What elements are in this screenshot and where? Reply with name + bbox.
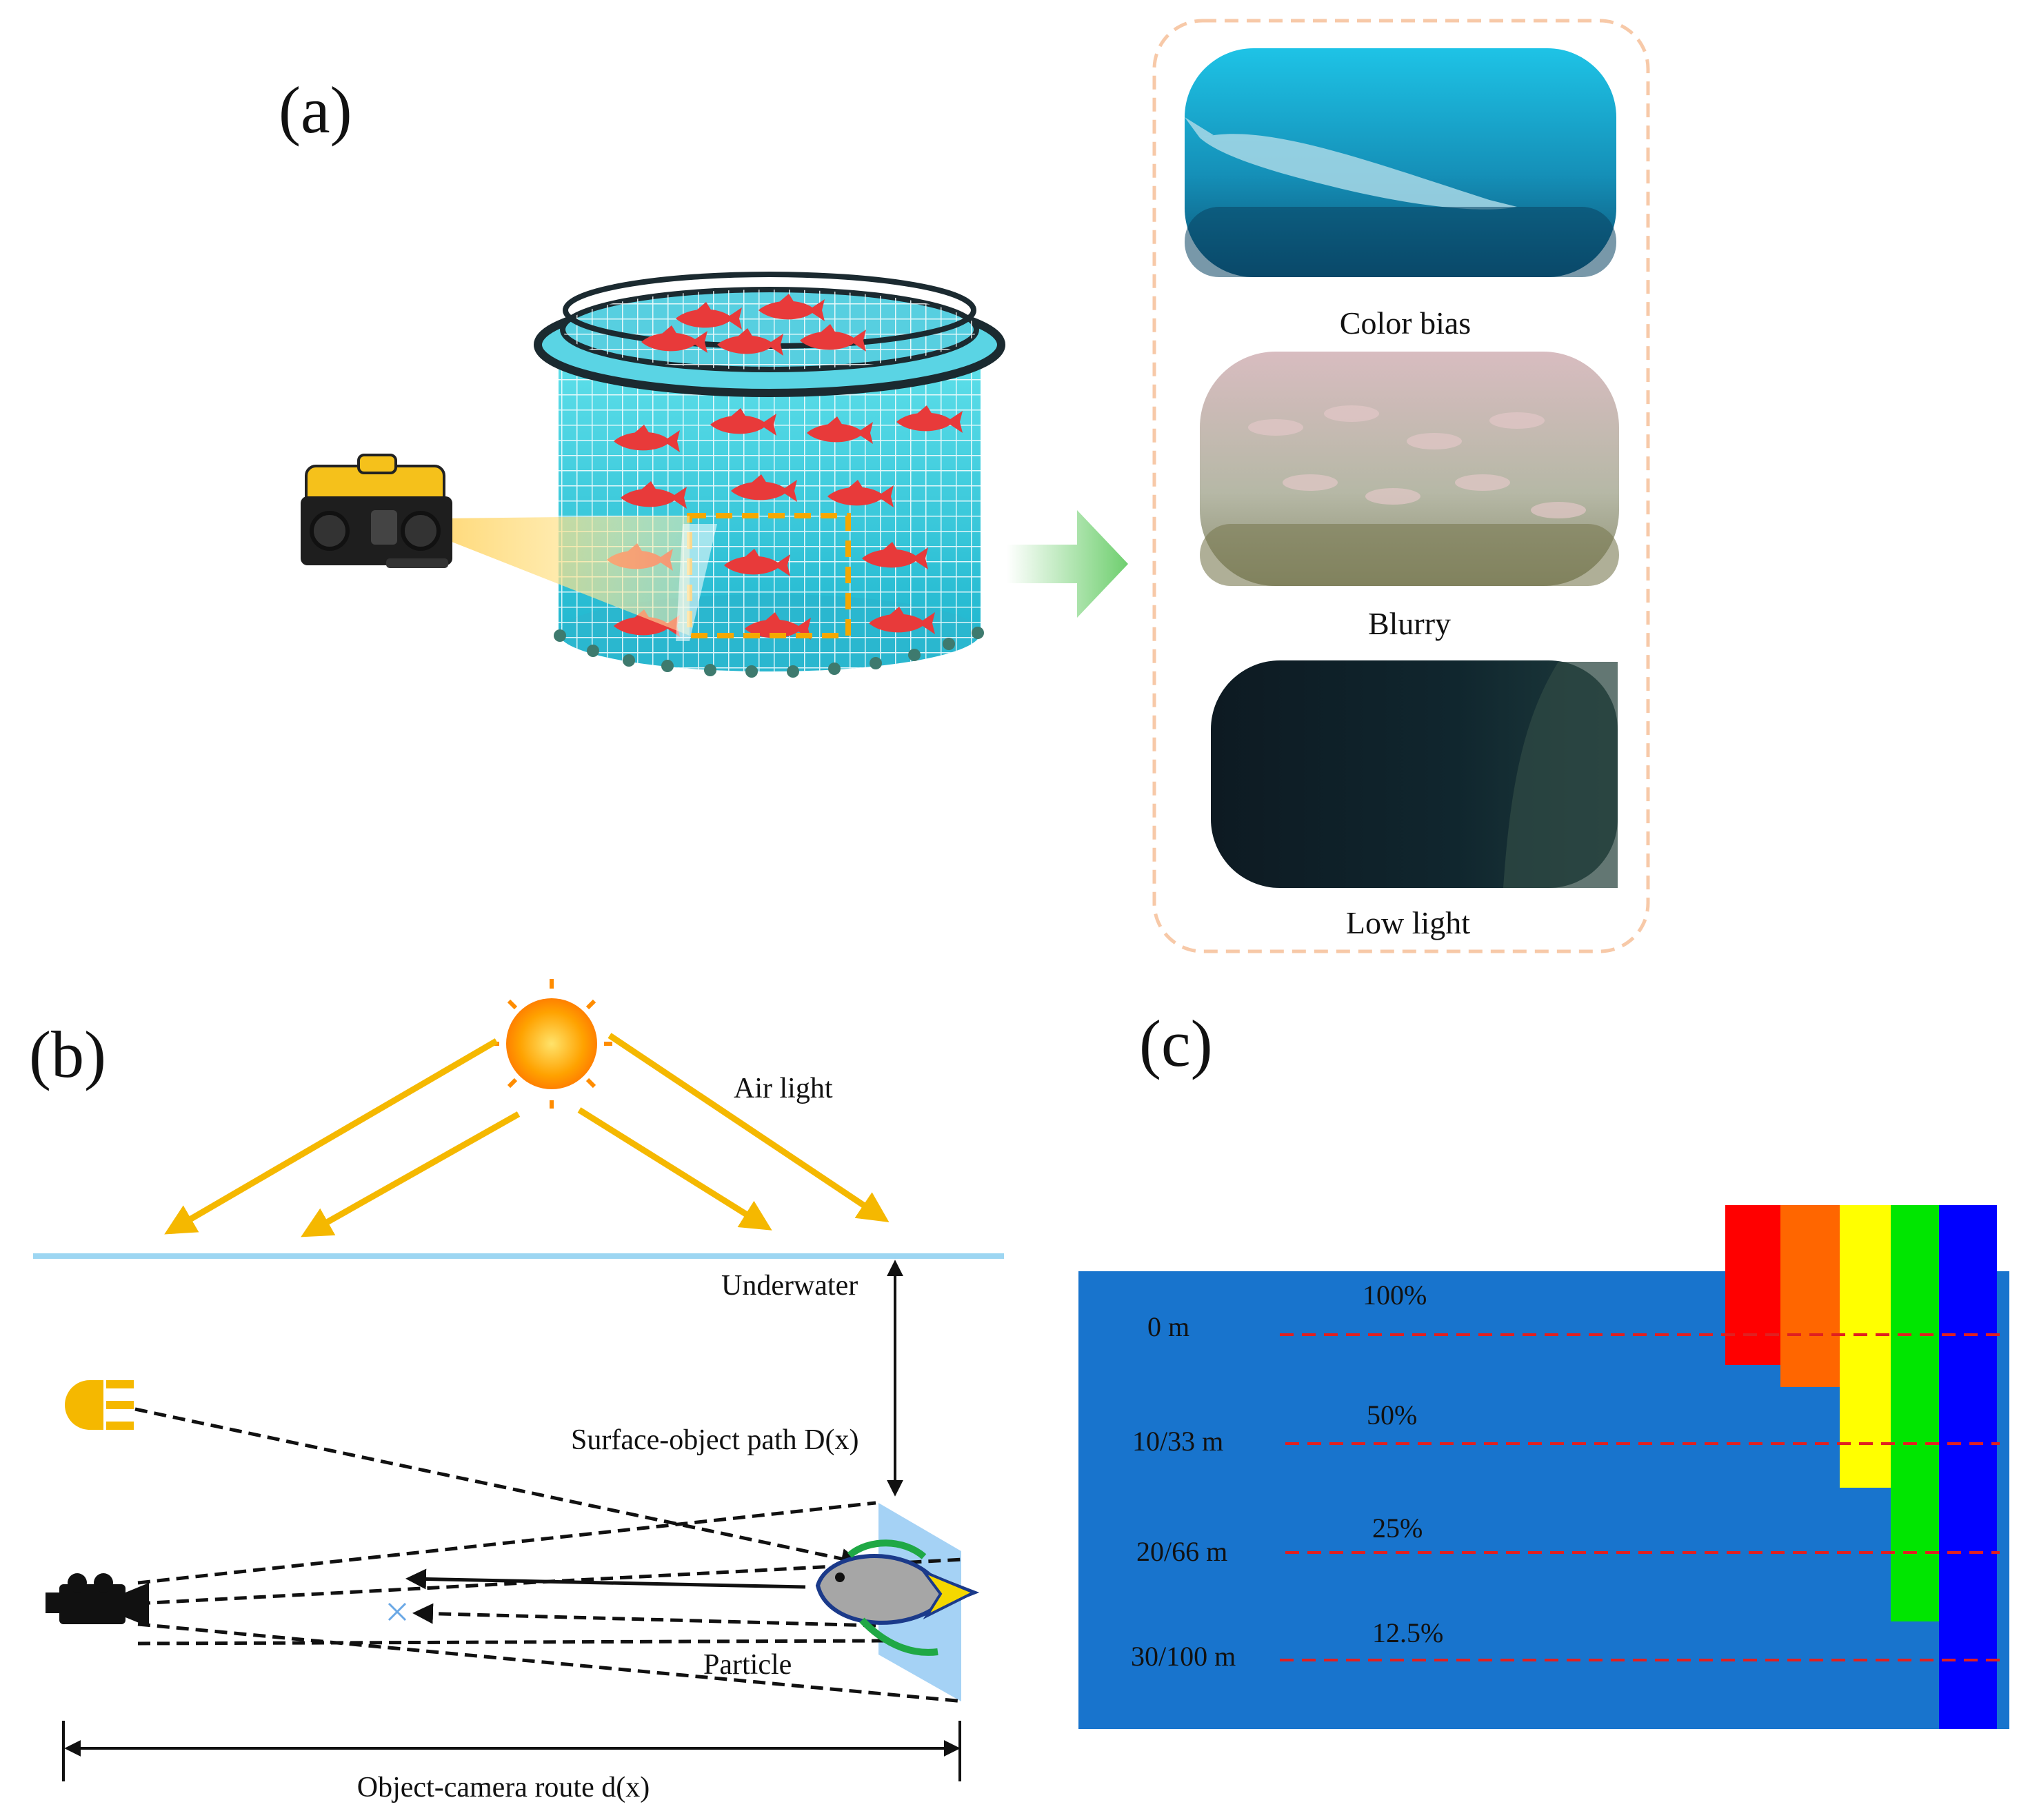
blurry-caption: Blurry [1368,606,1451,641]
color-bias-caption: Color bias [1340,305,1471,341]
depth-1-label: 10/33 m [1132,1426,1223,1457]
orange-light-bar [1780,1205,1842,1387]
percent-1-label: 50% [1367,1399,1417,1430]
red-light-bar [1725,1205,1785,1365]
lamp-icon [65,1380,134,1430]
transition-arrow [1007,510,1128,618]
blue-light-bar [1939,1205,1997,1729]
issues-frame [1152,19,1650,953]
color-bias-image [1185,48,1616,277]
underwater-label: Underwater [721,1270,858,1302]
direct-signal-arrow [405,1568,806,1590]
green-light-bar [1891,1205,1940,1621]
fish-icon [815,1539,980,1656]
depth-0-label: 0 m [1147,1311,1189,1342]
surface-path-label: Surface-object path D(x) [571,1424,858,1456]
camera-icon [46,1573,149,1627]
fish-cage [534,272,1005,678]
inspection-area [687,513,851,638]
air-light-rays [164,1033,890,1237]
percent-2-label: 25% [1372,1513,1423,1544]
depth-3-label: 30/100 m [1131,1641,1236,1672]
percent-0-label: 100% [1363,1280,1427,1311]
panel-b-label: (b) [29,1018,106,1091]
sun-icon [491,979,612,1109]
yellow-light-bar [1840,1205,1892,1488]
panel-a-label: (a) [279,73,352,147]
percent-3-label: 12.5% [1372,1617,1443,1648]
low-light-image [1211,660,1618,888]
panel-c-label: (c) [1139,1007,1213,1080]
depth-lines [1280,1333,2000,1661]
particle-icon [388,1602,407,1621]
particle-label: Particle [703,1649,792,1681]
blurry-image [1200,352,1619,586]
low-light-caption: Low light [1346,905,1470,940]
depth-2-label: 20/66 m [1136,1536,1227,1567]
route-label: Object-camera route d(x) [357,1772,650,1803]
underwater-robot [301,454,717,641]
air-light-label: Air light [734,1073,833,1104]
